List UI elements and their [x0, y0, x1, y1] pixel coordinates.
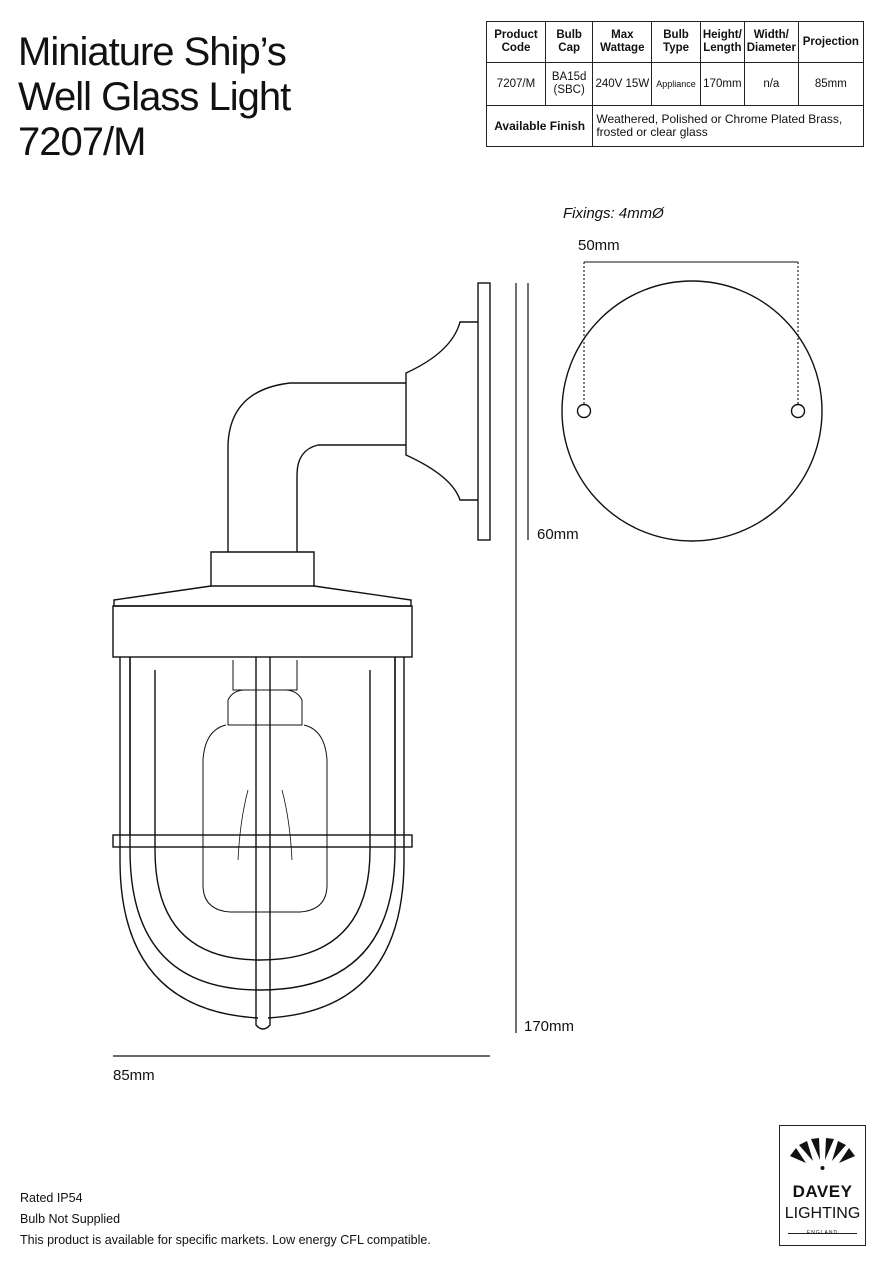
total-height-label: 170mm [524, 1018, 575, 1035]
logo-country: ENGLAND [806, 1230, 839, 1236]
plate-spacing-label: 50mm [578, 237, 620, 254]
collar [210, 551, 315, 587]
value-height-length: 170mm [699, 62, 745, 106]
title-line-2: Well Glass Light [18, 75, 291, 119]
header-height-length: Height/ Length [699, 21, 745, 63]
header-width-diameter: Width/ Diameter [743, 21, 799, 63]
header-max-wattage: Max Wattage [592, 21, 653, 63]
canopy-top [113, 585, 412, 607]
cage-bar-centre [255, 657, 271, 1030]
projection-label: 85mm [113, 1067, 155, 1084]
header-projection: Projection [797, 21, 865, 63]
spec-finish-row: Available Finish Weathered, Polished or … [485, 105, 864, 147]
wall-backplate [477, 282, 491, 541]
finish-label: Available Finish [485, 105, 594, 147]
value-max-wattage: 240V 15W [592, 62, 653, 106]
bulb-outline [202, 660, 328, 913]
value-product-code: 7207/M [486, 62, 546, 106]
title-line-3: 7207/M [18, 120, 146, 164]
footer-rating: Rated IP54 [20, 1191, 83, 1205]
elbow-arm-outer [227, 382, 406, 552]
finish-value: Weathered, Polished or Chrome Plated Bra… [592, 105, 864, 147]
glass-dome-outer [129, 657, 396, 991]
cage-bar-right-outer [267, 657, 405, 1019]
canopy-ring [112, 605, 413, 658]
cage-bar-left-outer [119, 657, 259, 1019]
logo-rule-left [788, 1233, 857, 1234]
spec-header-row: Product Code Bulb Cap Max Wattage Bulb T… [486, 21, 865, 63]
fixing-hole-left [576, 403, 592, 419]
value-bulb-type: Appliance [651, 62, 701, 106]
logo-sub: LIGHTING [784, 1205, 861, 1222]
plate-height-label: 60mm [537, 526, 579, 543]
value-bulb-cap: BA15d (SBC) [544, 62, 594, 106]
elbow-arm-inner [296, 444, 406, 552]
footer-notes: Rated IP54 Bulb Not Supplied This produc… [20, 1188, 431, 1251]
title-line-1: Miniature Ship’s [18, 30, 287, 74]
footer-bulb-note: Bulb Not Supplied [20, 1212, 121, 1226]
davey-lighting-logo: DAVEY LIGHTING ENGLAND [779, 1125, 866, 1246]
fan-emblem-icon [790, 1138, 855, 1170]
cage-band [112, 834, 413, 848]
mounting-boss [405, 321, 478, 501]
value-bulb-cap-2: (SBC) [553, 84, 585, 96]
footer-market-note: This product is available for specific m… [20, 1233, 431, 1247]
logo-brand: DAVEY [792, 1182, 853, 1201]
fixing-hole-right [790, 403, 806, 419]
header-bulb-type: Bulb Type [651, 21, 701, 63]
product-title: Miniature Ship’s Well Glass Light 7207/M [18, 30, 291, 165]
header-product-code: Product Code [486, 21, 546, 63]
spec-table: Product Code Bulb Cap Max Wattage Bulb T… [485, 21, 865, 147]
value-bulb-cap-1: BA15d [551, 71, 587, 83]
glass-dome-inner [154, 670, 371, 961]
fixings-label: Fixings: 4mmØ [563, 205, 664, 222]
backplate-circle [561, 280, 823, 542]
spec-value-row: 7207/M BA15d (SBC) 240V 15W Appliance 17… [486, 62, 865, 106]
